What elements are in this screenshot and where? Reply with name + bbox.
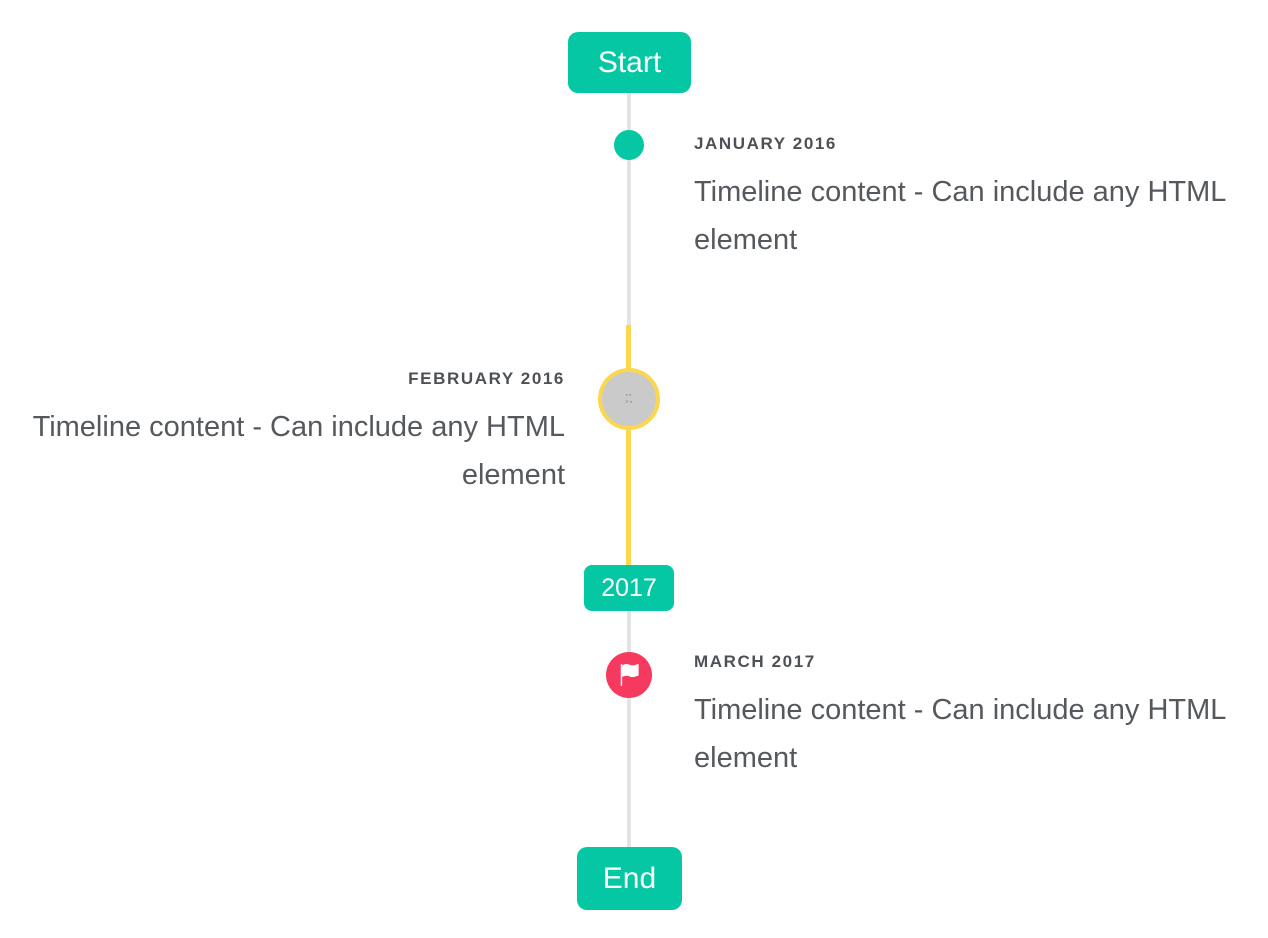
start-badge: Start: [568, 32, 691, 93]
broken-image-icon: ▪▪ ×▪: [624, 392, 634, 406]
year-2017-badge: 2017: [584, 565, 674, 611]
timeline-entry-february: FEBRUARY 2016 Timeline content - Can inc…: [20, 369, 565, 499]
entry-date-march: MARCH 2017: [694, 652, 816, 671]
entry-date-february: FEBRUARY 2016: [408, 369, 565, 388]
timeline-entry-january: JANUARY 2016 Timeline content - Can incl…: [694, 134, 1239, 264]
timeline-entry-march: MARCH 2017 Timeline content - Can includ…: [694, 652, 1239, 782]
timeline-active-segment: [626, 325, 631, 568]
january-marker-dot[interactable]: [614, 130, 644, 160]
flag-icon: [618, 664, 640, 686]
february-marker-circle[interactable]: ▪▪ ×▪: [598, 368, 660, 430]
entry-date-january: JANUARY 2016: [694, 134, 837, 153]
march-marker-flag-circle[interactable]: [606, 652, 652, 698]
end-badge: End: [577, 847, 682, 910]
entry-content-march: Timeline content - Can include any HTML …: [694, 694, 1226, 774]
entry-content-february: Timeline content - Can include any HTML …: [32, 411, 565, 491]
entry-content-january: Timeline content - Can include any HTML …: [694, 176, 1226, 256]
